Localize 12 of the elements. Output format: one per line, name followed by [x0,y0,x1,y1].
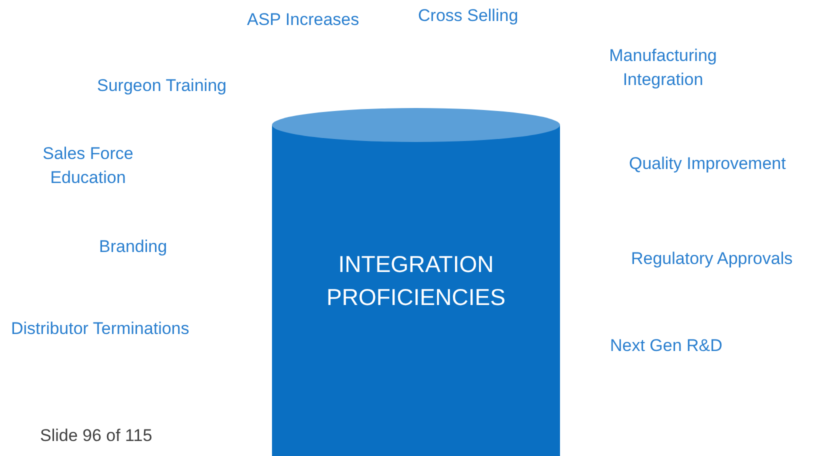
slide-number: Slide 96 of 115 [40,425,152,447]
text-label: Regulatory Approvals [631,248,793,270]
text-label: Cross Selling [418,5,518,27]
text-label: ASP Increases [247,9,360,31]
cylinder-label: INTEGRATION PROFICIENCIES [326,250,506,312]
text-label: Distributor Terminations [11,318,190,340]
text-label: Quality Improvement [629,153,786,175]
text-label: Surgeon Training [97,75,226,97]
text-label: Sales Force Education [42,143,134,189]
text-label: Manufacturing Integration [608,45,718,91]
text-label: Next Gen R&D [610,335,722,357]
text-label: Branding [99,236,168,258]
